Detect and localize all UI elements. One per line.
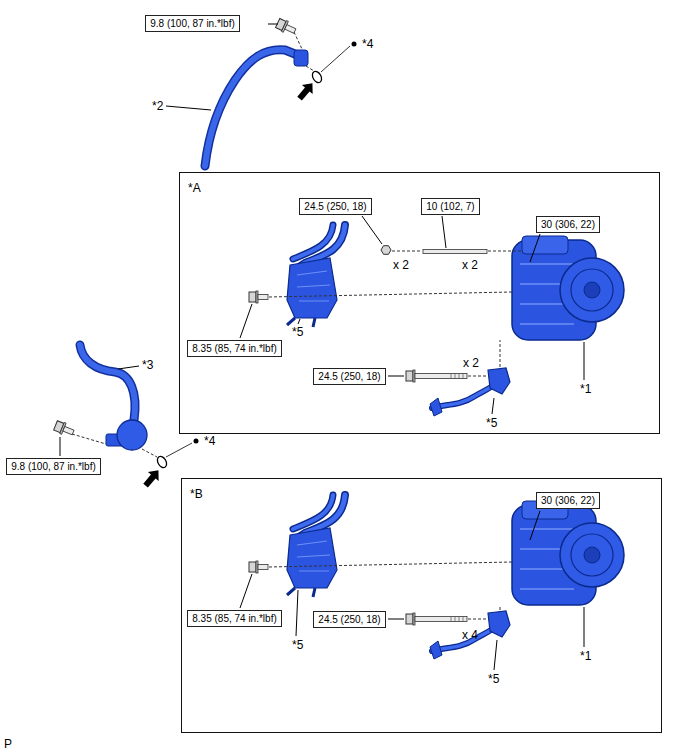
bullet-dot <box>352 42 357 47</box>
callout-number: *1 <box>580 649 591 663</box>
bolt <box>249 561 268 573</box>
leader-line <box>442 216 446 248</box>
arrow <box>294 79 318 103</box>
leader-line <box>530 511 540 540</box>
hose <box>205 50 300 166</box>
leader-line <box>584 342 585 380</box>
bolt <box>249 291 268 303</box>
bracket <box>287 225 345 327</box>
dashed-line <box>269 562 512 567</box>
leader-line <box>388 619 404 620</box>
torque-value: 10 (102, 7) <box>426 201 474 213</box>
torque-value: 30 (306, 22) <box>541 495 595 507</box>
torque-value: 8.35 (85, 74 in.*lbf) <box>192 343 277 355</box>
callout-number: *4 <box>204 434 215 448</box>
torque-value: 9.8 (100, 87 in.*lbf) <box>11 461 96 473</box>
arrow <box>140 466 164 490</box>
torque-value: 24.5 (250, 18) <box>318 371 380 383</box>
callout-number: *4 <box>362 37 373 51</box>
leader-line <box>362 216 382 244</box>
leader-line <box>166 443 192 457</box>
dashed-line <box>500 340 501 367</box>
torque-box: 24.5 (250, 18) <box>299 198 372 215</box>
torque-value: 24.5 (250, 18) <box>318 614 380 626</box>
dashed-line <box>500 606 501 610</box>
torque-value: 24.5 (250, 18) <box>304 201 366 213</box>
leader-line <box>268 24 278 25</box>
torque-box: 30 (306, 22) <box>536 492 600 509</box>
dashed-line <box>72 434 106 444</box>
compressor <box>512 501 624 605</box>
leader-line <box>60 437 61 456</box>
quantity-label: x 4 <box>462 628 478 642</box>
torque-box: 9.8 (100, 87 in.*lbf) <box>6 458 101 475</box>
stud-bolt <box>423 250 487 254</box>
leader-line <box>584 607 585 647</box>
arrow <box>294 79 318 103</box>
hose <box>205 50 300 166</box>
callout-number: *1 <box>580 382 591 396</box>
torque-box: 24.5 (250, 18) <box>313 368 386 385</box>
torque-box: 24.5 (250, 18) <box>313 611 386 628</box>
panel-label: *A <box>188 181 201 195</box>
dashed-line <box>306 66 314 71</box>
bracket <box>287 495 345 597</box>
nut <box>381 246 391 255</box>
dashed-line <box>142 449 157 457</box>
callout-number: *5 <box>486 416 497 430</box>
bolt <box>53 420 75 438</box>
dashed-line <box>294 32 302 49</box>
leader-line <box>321 46 350 72</box>
view-panel: *B 30 (306, 22) 8.35 (85, 74 in.*lbf) 24.5 … <box>181 478 662 733</box>
callout-number: *3 <box>142 358 153 372</box>
quantity-label: x 2 <box>463 356 479 370</box>
panel-label: *B <box>190 487 203 501</box>
torque-box: 8.35 (85, 74 in.*lbf) <box>187 340 282 357</box>
bolt <box>406 370 467 382</box>
dashed-line <box>392 251 422 252</box>
hose-fitting <box>294 50 308 66</box>
leader-line <box>530 234 540 262</box>
dashed-line <box>488 251 522 252</box>
bolt <box>406 613 467 625</box>
leader-line <box>118 366 139 369</box>
torque-value: 8.35 (85, 74 in.*lbf) <box>192 613 277 625</box>
hose <box>80 345 135 420</box>
arrow <box>140 466 164 490</box>
hose <box>80 345 135 420</box>
callout-number: *2 <box>152 99 163 113</box>
callout-number: *5 <box>488 672 499 686</box>
torque-box: 30 (306, 22) <box>536 216 600 233</box>
leader-line <box>240 304 252 338</box>
torque-value: 9.8 (100, 87 in.*lbf) <box>150 18 235 30</box>
callout-number: *5 <box>292 325 303 339</box>
hose-fitting <box>117 420 147 450</box>
callout-number: *5 <box>292 638 303 652</box>
leader-line <box>240 574 252 608</box>
bullet-dot <box>194 439 199 444</box>
torque-box: 10 (102, 7) <box>421 198 480 215</box>
leader-line <box>492 398 494 414</box>
leader-line <box>298 319 300 324</box>
page-code: P <box>4 737 12 751</box>
leader-line <box>296 590 298 636</box>
torque-box: 9.8 (100, 87 in.*lbf) <box>145 15 240 32</box>
leader-line <box>166 106 211 110</box>
dashed-line <box>269 292 512 297</box>
torque-box: 8.35 (85, 74 in.*lbf) <box>187 610 282 627</box>
bolt <box>275 18 297 37</box>
leader-line <box>388 376 404 377</box>
quantity-label: x 2 <box>393 258 409 272</box>
torque-value: 30 (306, 22) <box>541 219 595 231</box>
compressor <box>512 236 624 340</box>
leader-line <box>494 640 497 670</box>
quantity-label: x 2 <box>462 258 478 272</box>
dashed-line <box>468 619 488 620</box>
dashed-line <box>468 376 488 377</box>
